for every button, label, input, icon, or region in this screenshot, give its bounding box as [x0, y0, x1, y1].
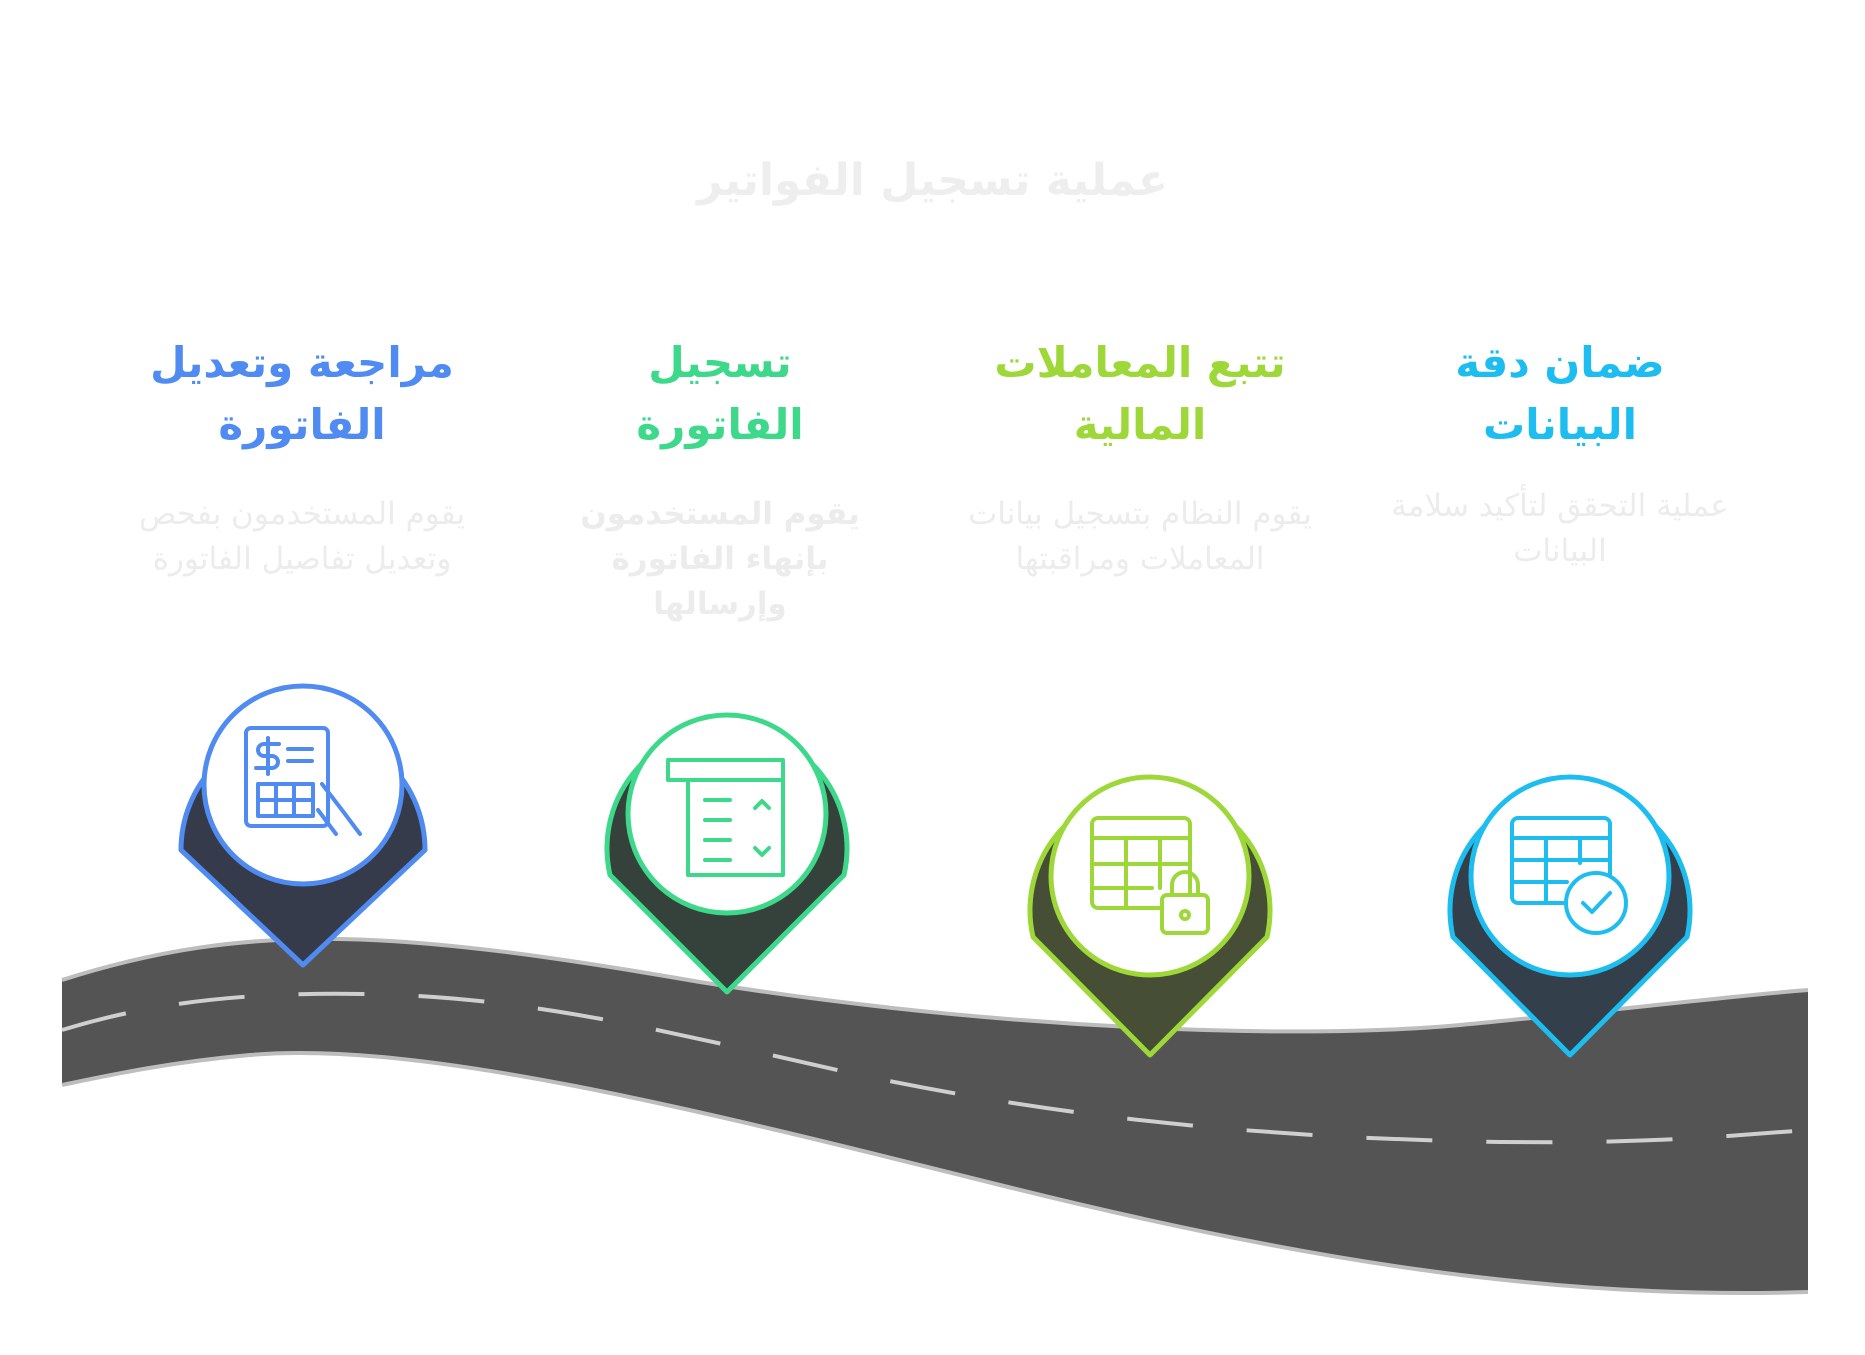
- step-1: مراجعة وتعديل الفاتورة يقوم المستخدمون ب…: [122, 332, 482, 582]
- receipt-printer-icon: [666, 758, 785, 877]
- pin-3: [1027, 774, 1273, 1058]
- invoice-hand-icon: [244, 726, 362, 836]
- road-bottom-edge: [61, 1051, 1809, 1295]
- table-check-icon: [1510, 816, 1628, 935]
- diagram-title: عملية تسجيل الفواتير: [697, 155, 1168, 206]
- road-center-dashes: [61, 991, 1809, 1145]
- road: [62, 938, 1808, 1294]
- step-2-title: تسجيل الفاتورة: [636, 338, 804, 449]
- step-4-description: عملية التحقق لتأكيد سلامة البيانات: [1391, 488, 1729, 569]
- step-3: تتبع المعاملات المالية يقوم النظام بتسجي…: [960, 332, 1320, 582]
- step-1-title: مراجعة وتعديل الفاتورة: [150, 338, 454, 449]
- step-4: ضمان دقة البيانات عملية التحقق لتأكيد سل…: [1380, 332, 1740, 574]
- step-2-description: يقوم المستخدمون بإنهاء الفاتورة وإرسالها: [580, 496, 860, 622]
- table-lock-icon: [1090, 816, 1210, 935]
- step-3-description: يقوم النظام بتسجيل بيانات المعاملات ومرا…: [968, 496, 1312, 577]
- step-4-title: ضمان دقة البيانات: [1455, 338, 1665, 449]
- pin-1: [178, 683, 428, 968]
- step-1-description: يقوم المستخدمون بفحص وتعديل تفاصيل الفات…: [138, 496, 466, 577]
- step-3-title: تتبع المعاملات المالية: [994, 338, 1286, 449]
- pin-4: [1447, 774, 1693, 1058]
- step-2: تسجيل الفاتورة يقوم المستخدمون بإنهاء ال…: [540, 332, 900, 627]
- pin-2: [604, 712, 850, 995]
